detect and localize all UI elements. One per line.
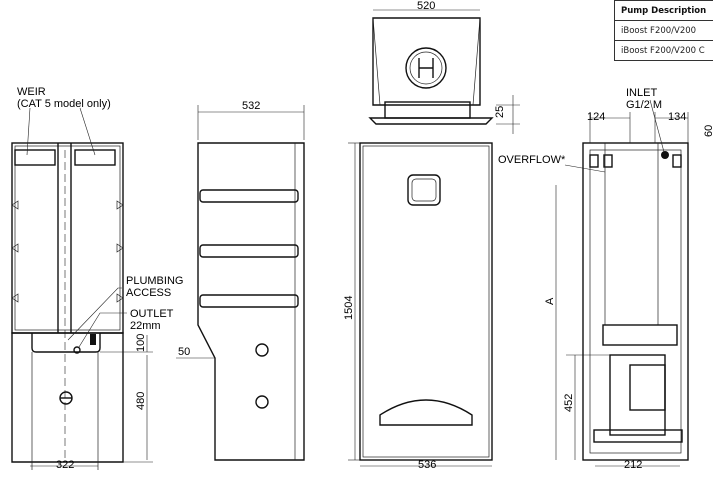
dim-322: 322: [56, 459, 74, 471]
dim-100: 100: [135, 334, 147, 352]
dim-532: 532: [242, 100, 260, 112]
pump-description-table: Pump Description iBoost F200/V200 iBoost…: [614, 0, 713, 61]
dim-124: 124: [587, 111, 605, 123]
dim-50: 50: [178, 346, 190, 358]
dim-452: 452: [563, 394, 575, 412]
dim-520: 520: [417, 0, 435, 12]
dim-25: 25: [494, 106, 506, 118]
weir-label: WEIR: [17, 86, 46, 98]
front-view-weir: [11, 107, 153, 470]
weir-note: (CAT 5 model only): [17, 98, 111, 110]
plumbing-label-2: ACCESS: [126, 287, 171, 299]
outlet-size: 22mm: [130, 320, 161, 332]
cutaway-view: [555, 99, 689, 467]
outlet-label: OUTLET: [130, 308, 174, 320]
inlet-size: G1/2 M: [626, 99, 662, 111]
dim-480: 480: [135, 392, 147, 410]
dim-212: 212: [624, 459, 642, 471]
table-row: iBoost F200/V200 C: [614, 40, 713, 61]
dim-536: 536: [418, 459, 436, 471]
dim-a: A: [544, 297, 556, 305]
dim-1504: 1504: [343, 296, 355, 320]
dim-60: 60: [703, 125, 713, 137]
plumbing-label: PLUMBING: [126, 275, 183, 287]
front-view: [348, 9, 520, 467]
dim-134: 134: [668, 111, 686, 123]
inlet-label: INLET: [626, 87, 657, 99]
side-view: [176, 105, 305, 461]
overflow-label: OVERFLOW*: [498, 154, 566, 166]
